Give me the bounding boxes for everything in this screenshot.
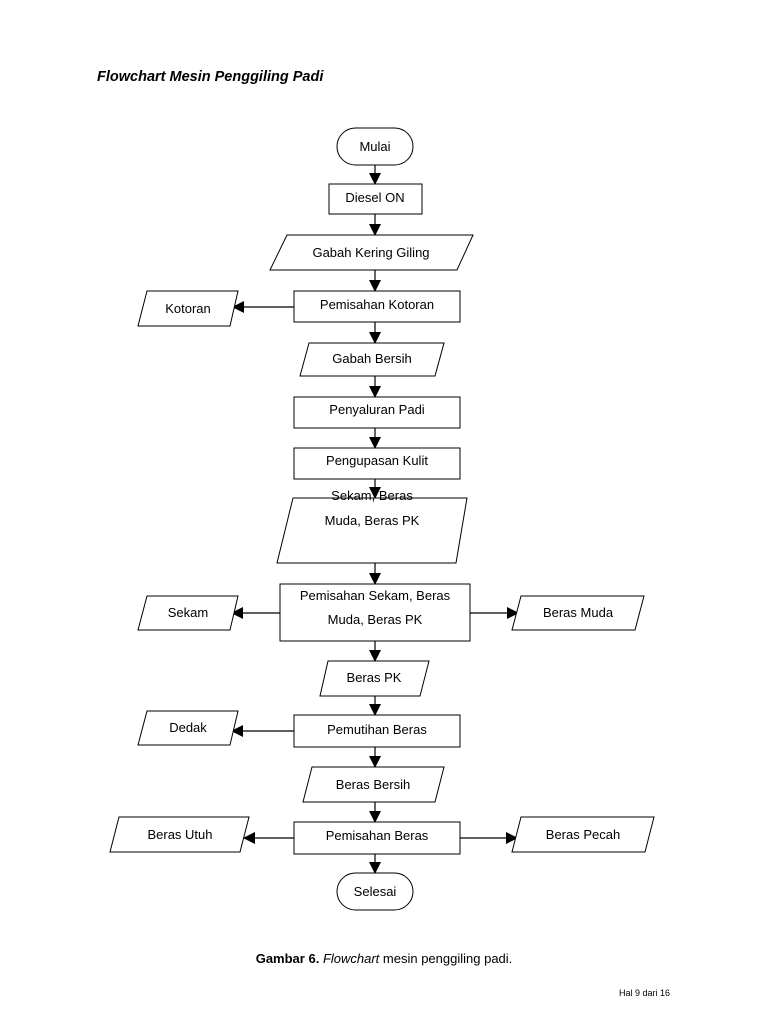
page-number: Hal 9 dari 16 — [619, 988, 671, 998]
pemisahan-beras-label: Pemisahan Beras — [326, 828, 429, 843]
beras-bersih-label: Beras Bersih — [336, 777, 410, 792]
beras-muda-data — [511, 595, 645, 631]
pemisahan-sekam-label-line1: Pemisahan Sekam, Beras — [300, 588, 451, 603]
sekam-beras-label-line1: Sekam, Beras — [331, 488, 413, 503]
pengupasan-kulit-process — [293, 447, 461, 480]
sekam-data — [137, 595, 239, 631]
end-label: Selesai — [354, 884, 397, 899]
end-terminator — [336, 872, 414, 911]
penyaluran-padi-label: Penyaluran Padi — [329, 402, 425, 417]
pemisahan-kotoran-process — [293, 290, 461, 323]
caption-label: Gambar 6. — [255, 951, 320, 966]
pemisahan-sekam-label-line2: Muda, Beras PK — [328, 612, 423, 627]
flowchart-diagram: Mulai Diesel ON Gabah Kering Giling Pemi… — [109, 127, 655, 911]
sekam-beras-label-line2: Muda, Beras PK — [325, 513, 420, 528]
page-title: Flowchart Mesin Penggiling Padi — [97, 69, 324, 85]
beras-muda-label: Beras Muda — [543, 605, 614, 620]
start-label: Mulai — [359, 139, 390, 154]
pemisahan-kotoran-label: Pemisahan Kotoran — [320, 297, 434, 312]
sekam-beras-data — [276, 497, 468, 564]
pengupasan-kulit-label: Pengupasan Kulit — [326, 453, 428, 468]
connectors — [231, 165, 519, 874]
beras-utuh-label: Beras Utuh — [147, 827, 212, 842]
kotoran-data — [137, 290, 239, 327]
penyaluran-padi-process — [293, 396, 461, 429]
kotoran-label: Kotoran — [165, 301, 211, 316]
figure-caption: Gambar 6. Flowchart mesin penggiling pad… — [0, 951, 768, 966]
pemutihan-beras-label: Pemutihan Beras — [327, 722, 427, 737]
beras-utuh-data — [109, 816, 250, 853]
gabah-bersih-label: Gabah Bersih — [332, 351, 412, 366]
pemisahan-sekam-process — [279, 583, 471, 642]
gabah-bersih-data — [299, 342, 445, 377]
gabah-kering-giling-data — [269, 234, 474, 271]
beras-pecah-label: Beras Pecah — [546, 827, 620, 842]
pemutihan-beras-process — [293, 714, 461, 748]
sekam-label: Sekam — [168, 605, 208, 620]
gabah-kering-giling-label: Gabah Kering Giling — [312, 245, 429, 260]
caption-italic: Flowchart — [322, 951, 380, 966]
diesel-on-label: Diesel ON — [345, 190, 404, 205]
dedak-label: Dedak — [169, 720, 207, 735]
diesel-on-process — [328, 183, 423, 215]
caption-text: mesin penggiling padi. — [379, 951, 513, 966]
pemisahan-beras-process — [293, 821, 461, 855]
beras-pk-data — [319, 660, 430, 697]
start-terminator — [336, 127, 414, 166]
beras-bersih-data — [302, 766, 445, 803]
dedak-data — [137, 710, 239, 746]
beras-pecah-data — [511, 816, 655, 853]
beras-pk-label: Beras PK — [347, 670, 402, 685]
